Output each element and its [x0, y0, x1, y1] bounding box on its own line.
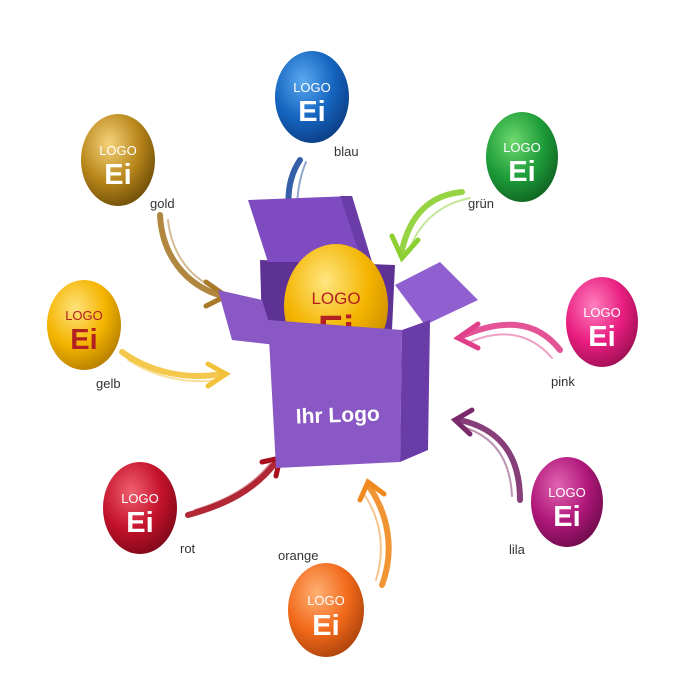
egg-orange: LOGO Ei — [288, 563, 364, 657]
box-side — [400, 320, 430, 462]
egg-blau-ei: Ei — [298, 96, 325, 128]
egg-orange-logo: LOGO — [307, 593, 345, 608]
box-body: Ihr Logo — [268, 320, 430, 468]
arrow-gruen — [389, 189, 471, 263]
arrow-gold — [157, 212, 231, 309]
label-pink: pink — [551, 374, 575, 389]
arrow-lila — [450, 407, 523, 503]
label-lila: lila — [509, 542, 525, 557]
egg-pink-logo: LOGO — [583, 305, 621, 320]
egg-gelb: LOGO Ei — [47, 280, 121, 370]
egg-gelb-logo: LOGO — [65, 308, 103, 323]
label-gelb: gelb — [96, 376, 121, 391]
arrow-gelb — [119, 349, 231, 389]
label-orange: orange — [278, 548, 319, 563]
egg-rot-logo: LOGO — [121, 491, 159, 506]
egg-gelb-ei: Ei — [70, 324, 97, 356]
egg-lila-ei: Ei — [553, 501, 580, 533]
egg-lila: LOGO Ei — [531, 457, 603, 547]
label-blau: blau — [334, 144, 359, 159]
egg-pink: LOGO Ei — [566, 277, 638, 367]
arrow-orange — [357, 478, 392, 588]
egg-blau-logo: LOGO — [293, 80, 331, 95]
arrow-pink — [453, 321, 563, 359]
label-gold: gold — [150, 196, 175, 211]
label-gruen: grün — [468, 196, 495, 211]
egg-gruen-ei: Ei — [508, 156, 535, 188]
box-left-flap — [218, 290, 276, 345]
egg-rot: LOGO Ei — [103, 462, 177, 554]
egg-gold-ei: Ei — [104, 159, 131, 191]
box-front — [268, 320, 402, 468]
egg-lila-logo: LOGO — [548, 485, 586, 500]
egg-orange-ei: Ei — [312, 610, 339, 642]
egg-rot-ei: Ei — [126, 507, 153, 539]
box-label: Ihr Logo — [295, 403, 380, 429]
arrow-rot — [185, 454, 284, 518]
egg-gold-logo: LOGO — [99, 143, 137, 158]
egg-blau: LOGO Ei — [275, 51, 349, 143]
label-rot: rot — [180, 541, 196, 556]
egg-gruen-logo: LOGO — [503, 140, 541, 155]
egg-gruen: LOGO Ei — [486, 112, 558, 202]
box-right-flap — [395, 262, 478, 325]
egg-pink-ei: Ei — [588, 321, 615, 353]
egg-gold: LOGO Ei — [81, 114, 155, 206]
center-egg-logo: LOGO — [311, 289, 360, 308]
